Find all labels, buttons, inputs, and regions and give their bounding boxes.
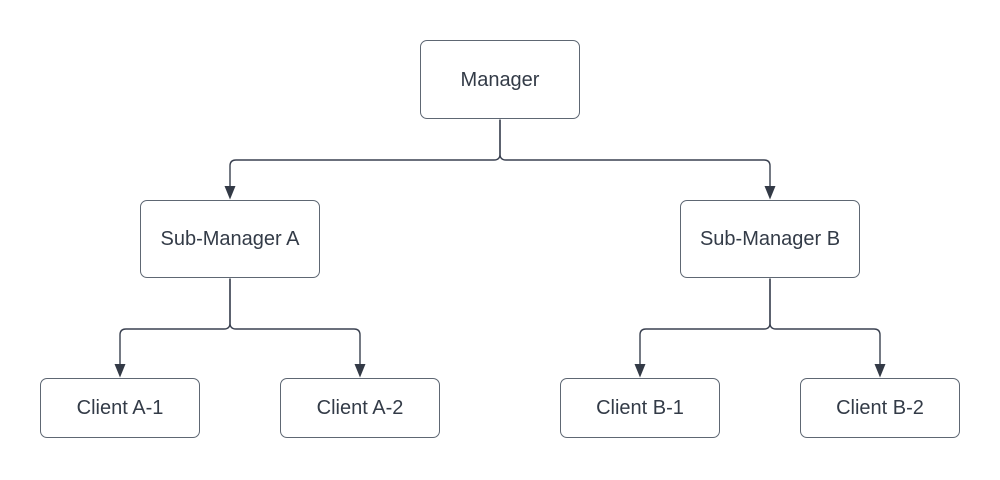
connector-sub-b-to-client-b1: [639, 278, 771, 365]
node-sub-manager-a-label: Sub-Manager A: [160, 228, 300, 250]
node-client-a-2: Client A-2: [280, 378, 440, 438]
arrowhead-client-a1-icon: [114, 364, 126, 378]
node-client-a-1: Client A-1: [40, 378, 200, 438]
node-client-b-1-label: Client B-1: [596, 397, 684, 419]
node-manager: Manager: [420, 40, 580, 119]
node-client-a-1-label: Client A-1: [76, 397, 164, 419]
arrowhead-client-b1-icon: [634, 364, 646, 378]
node-client-b-2: Client B-2: [800, 378, 960, 438]
connector-sub-b-to-client-b2: [769, 278, 881, 365]
node-manager-label: Manager: [460, 68, 540, 91]
node-client-a-2-label: Client A-2: [316, 397, 404, 419]
connector-sub-a-to-client-a1: [119, 278, 231, 365]
arrowhead-client-a2-icon: [354, 364, 366, 378]
node-sub-manager-a: Sub-Manager A: [140, 200, 320, 278]
node-client-b-1: Client B-1: [560, 378, 720, 438]
arrowhead-sub-a-icon: [224, 186, 236, 200]
connector-sub-a-to-client-a2: [229, 278, 361, 365]
arrowhead-client-b2-icon: [874, 364, 886, 378]
arrowhead-sub-b-icon: [764, 186, 776, 200]
connector-manager-to-sub-a: [229, 119, 501, 187]
node-sub-manager-b: Sub-Manager B: [680, 200, 860, 278]
node-client-b-2-label: Client B-2: [836, 397, 924, 419]
node-sub-manager-b-label: Sub-Manager B: [699, 228, 841, 250]
connector-manager-to-sub-b: [499, 119, 771, 187]
